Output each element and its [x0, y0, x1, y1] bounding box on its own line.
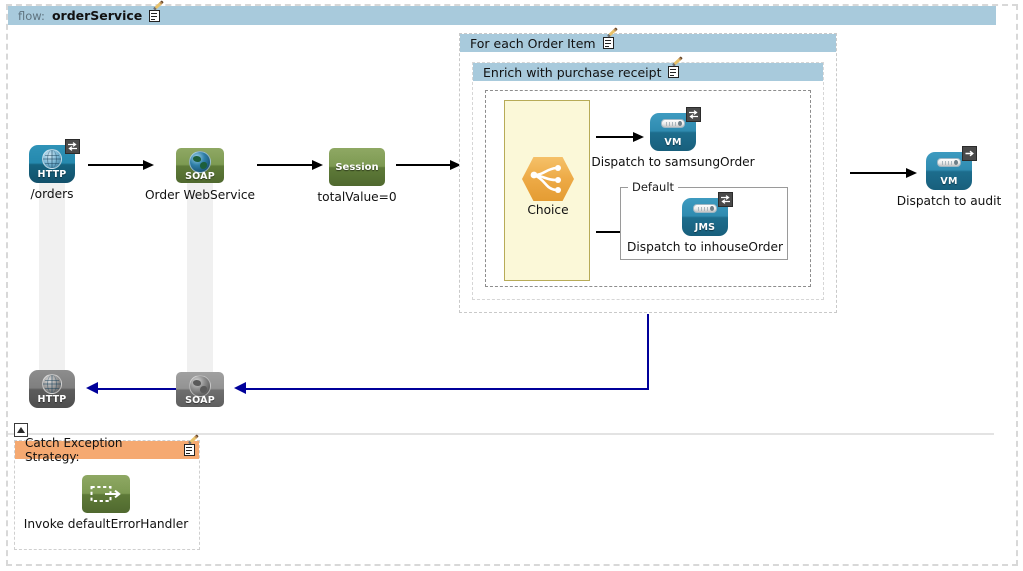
vm-endpoint-icon[interactable]: VM: [650, 107, 701, 151]
soap-outbound-caption: SOAP: [185, 395, 215, 406]
arrow-session-to-foreach: [396, 160, 462, 170]
node-vm-audit[interactable]: VM Dispatch to audit: [897, 146, 1001, 208]
node-label-session-variable: totalValue=0: [317, 190, 397, 204]
vm-endpoint-caption: VM: [940, 176, 958, 187]
edit-pencil-icon[interactable]: [668, 56, 684, 79]
flow-name-label: orderService: [51, 8, 143, 23]
arrow-foreach-to-audit: [850, 168, 918, 178]
node-vm-samsung-order[interactable]: VM Dispatch to samsungOrder: [591, 107, 755, 169]
edit-pencil-icon[interactable]: [184, 434, 199, 457]
scope-for-each-order-item[interactable]: For each Order Item Enrich with purchase…: [459, 27, 837, 313]
node-choice[interactable]: Choice: [522, 157, 574, 217]
request-response-badge: [718, 192, 733, 207]
session-variable-caption: Session: [335, 161, 379, 173]
soap-component-icon[interactable]: SOAP: [176, 148, 224, 183]
flow-prefix-label: flow:: [18, 8, 45, 23]
response-path-horizontal: [260, 388, 649, 390]
node-session-variable[interactable]: Session totalValue=0: [317, 148, 397, 204]
world-globe-icon: [189, 151, 211, 173]
collapse-toggle-icon[interactable]: [14, 423, 28, 437]
http-outbound-caption: HTTP: [37, 394, 67, 405]
node-soap-component[interactable]: SOAP Order WebService: [145, 148, 255, 202]
arrow-response-to-soap: [234, 382, 264, 394]
globe-icon: [42, 149, 62, 169]
pipe-icon: [693, 202, 717, 213]
node-http-outbound[interactable]: HTTP: [29, 370, 75, 408]
vm-endpoint-icon[interactable]: VM: [926, 146, 977, 190]
exception-strategy-title-label: Catch Exception Strategy:: [25, 436, 123, 464]
enrich-title-label: Enrich with purchase receipt: [483, 64, 662, 80]
http-lifeline: [39, 176, 65, 376]
edit-pencil-icon[interactable]: [602, 27, 618, 50]
node-label-jms-inhouse-order: Dispatch to inhouseOrder: [626, 240, 784, 254]
node-label-choice: Choice: [527, 203, 569, 217]
soap-lifeline: [187, 176, 213, 376]
node-jms-inhouse-order[interactable]: JMS Dispatch to inhouseOrder: [627, 192, 783, 254]
arrow-http-to-soap: [88, 160, 154, 170]
session-variable-icon[interactable]: Session: [329, 148, 385, 186]
soap-component-caption: SOAP: [185, 171, 215, 182]
request-response-badge: [65, 139, 80, 154]
http-endpoint-icon[interactable]: HTTP: [29, 370, 75, 408]
choice-branch-glyph: [530, 165, 561, 193]
vm-endpoint-caption: VM: [664, 137, 682, 148]
node-invoke-error-handler[interactable]: Invoke defaultErrorHandler: [24, 475, 188, 531]
arrow-soap-to-session: [257, 160, 323, 170]
jms-endpoint-icon[interactable]: JMS: [682, 192, 733, 236]
choice-region: Choice: [504, 100, 590, 281]
node-http-inbound[interactable]: HTTP /orders: [29, 139, 80, 201]
jms-endpoint-caption: JMS: [694, 222, 716, 233]
node-label-vm-samsung-order: Dispatch to samsungOrder: [591, 155, 755, 169]
node-label-invoke-error-handler: Invoke defaultErrorHandler: [23, 517, 189, 531]
http-endpoint-caption: HTTP: [37, 169, 67, 180]
default-branch-group: Default JMS: [620, 180, 788, 260]
response-path-vertical: [647, 314, 649, 389]
http-endpoint-icon[interactable]: HTTP: [29, 139, 80, 183]
soap-component-icon[interactable]: SOAP: [176, 372, 224, 407]
scope-catch-exception-strategy[interactable]: Catch Exception Strategy: Invoke default…: [14, 434, 200, 550]
pipe-icon: [661, 117, 685, 128]
enrich-inner-area: Choice VM: [485, 90, 811, 287]
exception-strategy-title-bar[interactable]: Catch Exception Strategy:: [15, 434, 199, 464]
arrow-choice-to-samsung: [596, 132, 644, 142]
for-each-title-label: For each Order Item: [470, 35, 596, 51]
choice-router-icon[interactable]: [522, 157, 574, 201]
globe-icon: [42, 374, 62, 394]
edit-pencil-icon[interactable]: [149, 0, 165, 23]
world-globe-icon: [189, 375, 211, 397]
node-label-vm-audit: Dispatch to audit: [896, 194, 1002, 208]
enrich-title-bar[interactable]: Enrich with purchase receipt: [473, 56, 823, 81]
node-soap-outbound[interactable]: SOAP: [176, 372, 224, 407]
flow-ref-glyph: [90, 486, 121, 502]
node-label-http-inbound: /orders: [30, 187, 74, 201]
node-label-soap-component: Order WebService: [144, 188, 256, 202]
one-way-badge: [962, 146, 977, 161]
default-branch-legend: Default: [628, 180, 679, 194]
request-response-badge: [686, 107, 701, 122]
pipe-icon: [937, 156, 961, 167]
arrow-soap-to-http-outbound: [86, 382, 176, 394]
flow-reference-icon[interactable]: [82, 475, 130, 513]
for-each-title-bar[interactable]: For each Order Item: [460, 27, 836, 52]
section-divider: [8, 433, 994, 435]
flow-title-bar[interactable]: flow: orderService: [8, 0, 996, 25]
scope-enrich-with-purchase-receipt[interactable]: Enrich with purchase receipt: [472, 56, 824, 300]
